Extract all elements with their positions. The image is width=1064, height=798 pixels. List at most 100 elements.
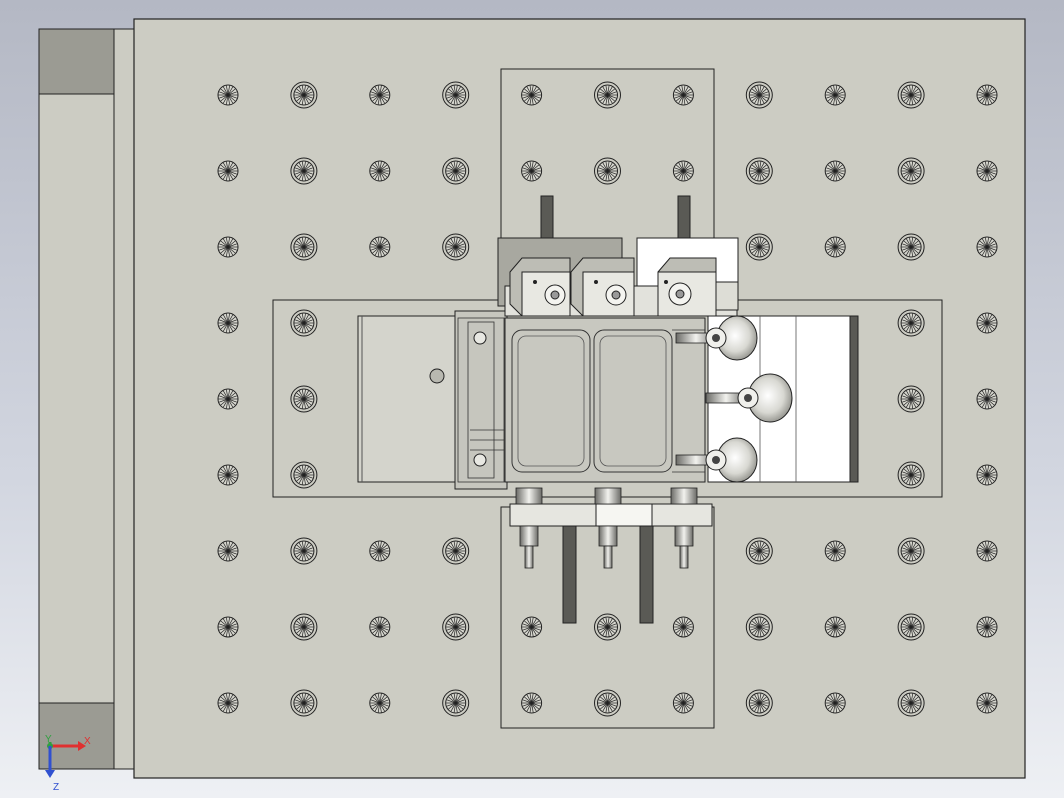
fixture-hole: [824, 236, 846, 258]
left-work-block[interactable]: [357, 310, 508, 490]
side-roller-top[interactable]: [675, 315, 758, 361]
fixture-hole: [369, 540, 391, 562]
top-clamp-rod-right: [677, 195, 691, 239]
fixture-hole: [217, 312, 239, 334]
fixture-hole: [897, 385, 925, 413]
bottom-clamp-bar[interactable]: [509, 487, 713, 624]
bottom-rod-left: [562, 525, 577, 624]
fixture-hole: [369, 84, 391, 106]
fixture-hole: [521, 84, 543, 106]
fixture-hole: [745, 613, 773, 641]
fixture-hole: [824, 84, 846, 106]
fixture-hole: [824, 616, 846, 638]
fixture-hole: [745, 81, 773, 109]
triad-x-label: X: [84, 736, 91, 747]
fixture-hole: [442, 157, 470, 185]
fixture-hole: [594, 689, 621, 717]
fixture-hole: [442, 81, 470, 109]
fixture-hole: [976, 540, 998, 562]
left-side-rail[interactable]: [38, 28, 135, 770]
fixture-hole: [897, 461, 925, 489]
side-roller-bottom[interactable]: [675, 437, 758, 483]
fixture-hole: [290, 537, 318, 565]
fixture-hole: [897, 157, 925, 185]
rail-top-dark-block: [38, 28, 115, 95]
triad-z-label: Z: [53, 782, 59, 793]
fixture-hole: [897, 81, 925, 109]
fixture-hole: [594, 81, 621, 109]
fixture-hole: [976, 160, 998, 182]
clamp-block-3[interactable]: [657, 257, 717, 317]
fixture-hole: [290, 157, 318, 185]
fixture-hole: [290, 461, 318, 489]
fixture-hole: [369, 616, 391, 638]
fixture-hole: [824, 692, 846, 714]
fixture-hole: [369, 692, 391, 714]
fixture-hole: [442, 613, 470, 641]
fixture-hole: [217, 84, 239, 106]
fixture-hole: [290, 385, 318, 413]
bottom-bolt-1[interactable]: [515, 487, 543, 569]
fixture-hole: [897, 537, 925, 565]
fixture-hole: [442, 537, 470, 565]
fixture-hole: [442, 689, 470, 717]
bottom-bolt-3[interactable]: [670, 487, 698, 569]
fixture-hole: [217, 692, 239, 714]
fixture-hole: [217, 464, 239, 486]
clamp-block-2[interactable]: [570, 257, 635, 317]
top-clamp-rod-left: [540, 195, 554, 239]
fixture-hole: [290, 309, 318, 337]
clamp-block-1[interactable]: [509, 257, 571, 317]
fixture-hole: [976, 616, 998, 638]
fixture-hole: [290, 689, 318, 717]
fixture-hole: [897, 613, 925, 641]
side-roller-assembly[interactable]: [675, 315, 859, 483]
fixture-hole: [290, 81, 318, 109]
fixture-hole: [745, 157, 773, 185]
fixture-hole: [442, 233, 470, 261]
fixture-hole: [217, 388, 239, 410]
fixture-hole: [217, 616, 239, 638]
workpiece-pocket-left: [511, 329, 591, 473]
fixture-hole: [745, 233, 773, 261]
coordinate-triad: X Y Z: [45, 734, 91, 793]
bottom-rod-right: [639, 525, 654, 624]
fixture-hole: [290, 613, 318, 641]
workpiece-housing[interactable]: [504, 317, 706, 483]
bottom-bolt-2[interactable]: [594, 487, 622, 569]
fixture-hole: [824, 540, 846, 562]
fixture-hole: [369, 236, 391, 258]
fixture-hole: [217, 160, 239, 182]
fixture-hole: [824, 160, 846, 182]
fixture-hole: [897, 233, 925, 261]
fixture-hole: [217, 540, 239, 562]
fixture-hole: [976, 464, 998, 486]
fixture-hole: [976, 692, 998, 714]
fixture-hole: [745, 537, 773, 565]
fixture-hole: [672, 84, 694, 106]
fixture-hole: [976, 84, 998, 106]
fixture-hole: [521, 616, 543, 638]
fixture-hole: [672, 160, 694, 182]
fixture-hole: [521, 160, 543, 182]
fixture-hole: [897, 309, 925, 337]
fixture-hole: [369, 160, 391, 182]
triad-y-label: Y: [45, 734, 52, 745]
fixture-hole: [521, 692, 543, 714]
fixture-hole-grid: [217, 81, 998, 717]
side-roller-middle[interactable]: [705, 373, 793, 423]
fixture-hole: [976, 236, 998, 258]
locating-pin: [429, 368, 445, 384]
plate-hole-overlay: [290, 309, 925, 489]
top-clamp-assembly[interactable]: [497, 195, 739, 317]
fixture-hole: [976, 388, 998, 410]
fixture-hole: [290, 233, 318, 261]
fixture-hole: [594, 613, 621, 641]
workpiece-pocket-right: [593, 329, 673, 473]
fixture-hole: [217, 236, 239, 258]
fixture-hole: [976, 312, 998, 334]
fixture-hole: [672, 692, 694, 714]
fixture-hole: [594, 157, 621, 185]
fixture-hole: [897, 689, 925, 717]
